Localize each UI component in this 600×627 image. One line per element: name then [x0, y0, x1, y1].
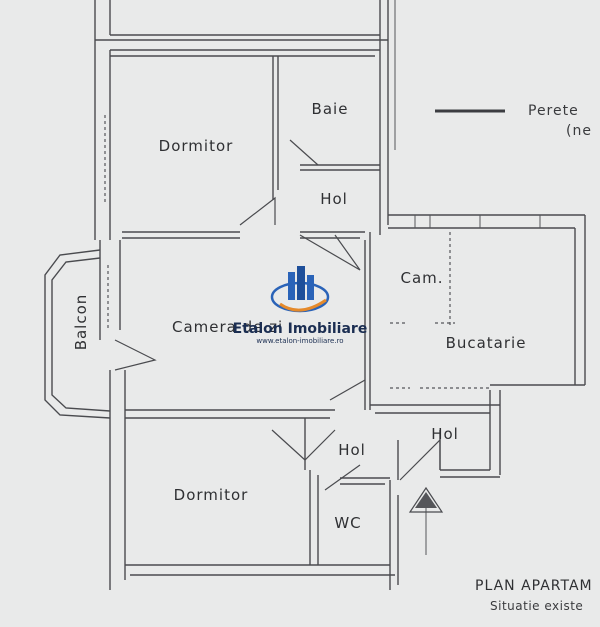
walls — [44, 0, 586, 590]
dashed-lines — [104, 115, 490, 389]
plan-title: PLAN APARTAM — [475, 578, 593, 594]
legend-line-1: Perete — [528, 103, 579, 119]
title-block: PLAN APARTAM Situatie existe — [475, 578, 593, 613]
legend-line-2: (ne — [566, 123, 592, 139]
room-label-cam: Cam. — [400, 269, 443, 287]
legend: Perete (ne — [528, 103, 592, 139]
room-label-baie: Baie — [312, 100, 349, 118]
room-label-hol-top: Hol — [320, 190, 348, 208]
room-label-balcon: Balcon — [72, 294, 90, 351]
room-label-dormitor-bottom: Dormitor — [174, 486, 249, 504]
room-label-dormitor-top: Dormitor — [159, 137, 234, 155]
doors — [114, 139, 441, 491]
room-label-bucatarie: Bucatarie — [446, 334, 527, 352]
watermark-logo-icon — [270, 266, 330, 313]
room-label-hol-right: Hol — [431, 425, 459, 443]
watermark: Etalon Imobiliare www.etalon-imobiliare.… — [233, 266, 368, 345]
room-labels: Dormitor Baie Hol Balcon Camera de zi Ca… — [72, 100, 527, 532]
watermark-name: Etalon Imobiliare — [233, 321, 368, 337]
north-arrow — [408, 486, 444, 555]
watermark-url: www.etalon-imobiliare.ro — [256, 337, 343, 345]
room-label-camera-de-zi: Camera de zi — [172, 318, 283, 336]
room-label-hol-middle: Hol — [338, 441, 366, 459]
plan-subtitle: Situatie existe — [490, 599, 583, 613]
room-label-wc: WC — [334, 514, 361, 532]
